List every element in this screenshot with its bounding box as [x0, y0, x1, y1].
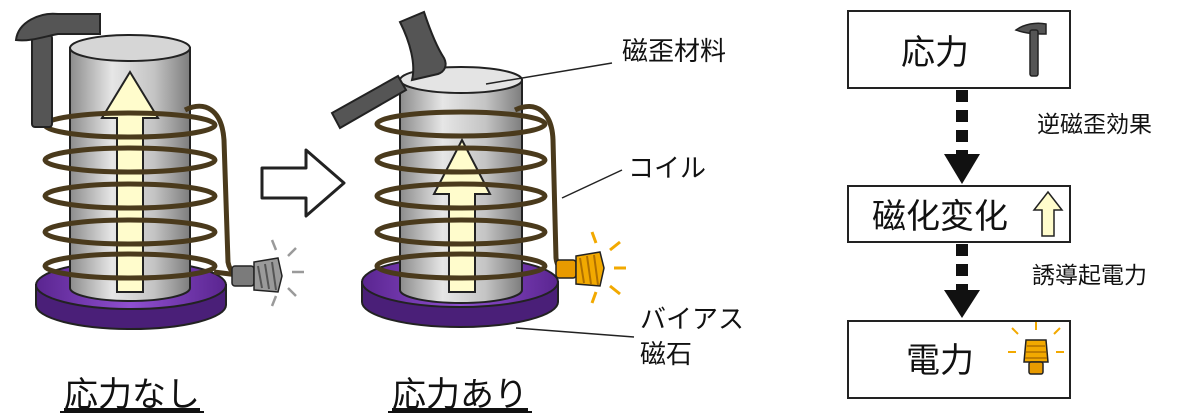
flow-arrow-2: [944, 244, 980, 318]
stress-box-label: 応力: [901, 33, 969, 73]
hammer-icon-left: [14, 12, 101, 128]
flow-chart: 応力 逆磁歪効果 磁化変化 誘導起電力 電力: [847, 10, 1152, 399]
bias-magnet-label-line1: バイアス: [640, 305, 744, 335]
power-box-label: 電力: [906, 341, 974, 381]
callout-lines: [485, 62, 635, 338]
magnetization-arrow-small-icon: [1032, 190, 1064, 237]
caption-no-stress: 応力なし: [64, 375, 200, 415]
device-with-stress: [330, 10, 626, 328]
bulb-on-icon: [555, 231, 626, 304]
magnetization-change-box: [847, 185, 1071, 243]
flow-arrow-1: [944, 90, 980, 184]
magnetization-change-box-label: 磁化変化: [872, 197, 1008, 237]
hammer-icon-small: [1014, 22, 1047, 77]
hammer-icon-right: [330, 10, 447, 130]
device-no-stress: [14, 12, 304, 330]
bias-magnet-label-line2: 磁石: [640, 340, 692, 370]
inverse-magnetostrictive-effect-label: 逆磁歪効果: [1037, 112, 1152, 138]
coil-label: コイル: [628, 154, 706, 184]
caption-with-stress: 応力あり: [392, 375, 528, 415]
magnetostrictive-material-label: 磁歪材料: [622, 37, 726, 67]
coil-right: [374, 104, 569, 281]
induced-emf-label: 誘導起電力: [1032, 263, 1147, 289]
transition-arrow: [260, 148, 346, 218]
bulb-small-icon: [1008, 322, 1064, 375]
bulb-off-icon: [231, 239, 304, 307]
